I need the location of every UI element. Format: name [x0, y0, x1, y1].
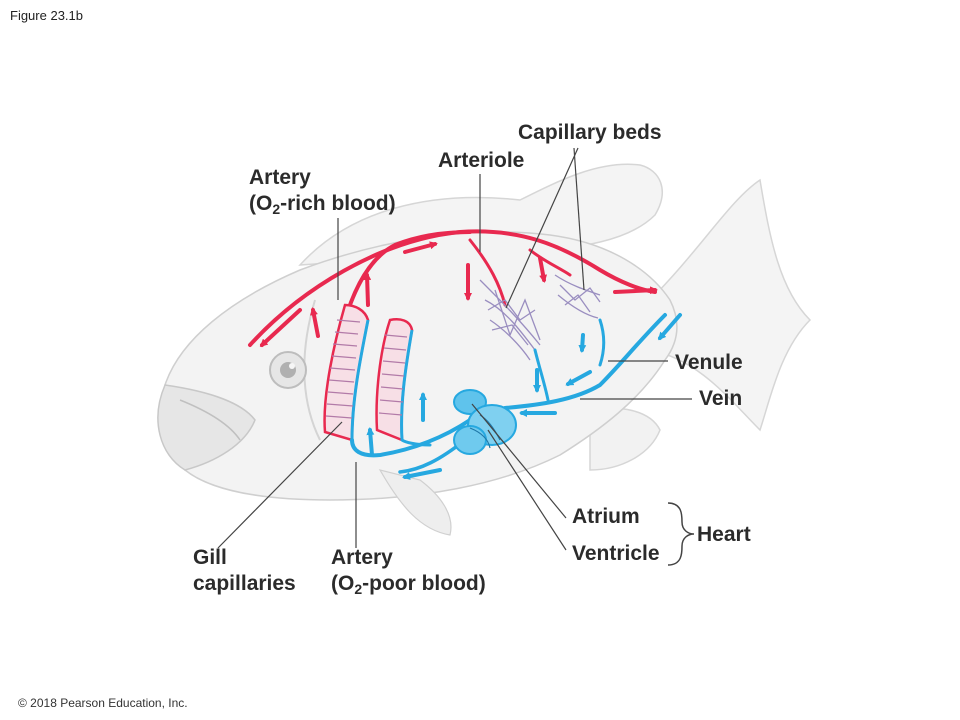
capillary-bed-2 — [554, 274, 601, 319]
label-artery-poor-line2: (O2-poor blood) — [331, 572, 486, 597]
copyright-notice: © 2018 Pearson Education, Inc. — [18, 696, 188, 710]
figure-label: Figure 23.1b — [10, 8, 83, 23]
arteriole-branch-1 — [468, 238, 507, 307]
heart-brace — [667, 502, 695, 566]
arrow-forward-1 — [403, 241, 438, 254]
arrow-venule-2-down — [578, 333, 587, 353]
label-vein: Vein — [699, 387, 743, 410]
heart-bulb — [453, 425, 487, 455]
fish-mouth — [157, 384, 256, 471]
oxygen-rich-arrows — [259, 241, 658, 348]
label-heart: Heart — [697, 523, 751, 546]
fish-jaw-line — [179, 399, 241, 441]
arrow-up-2 — [363, 272, 372, 307]
leader-lines — [217, 147, 695, 566]
arrow-up-left — [259, 308, 302, 348]
arrow-up-1 — [310, 307, 320, 338]
pelvic-fin — [378, 469, 452, 536]
label-gill-capillaries: Gill capillaries — [193, 545, 296, 597]
arrow-vein-1 — [658, 313, 682, 341]
leader-capillary-bed-1 — [505, 147, 579, 309]
heart — [453, 389, 517, 455]
leader-gill-capillaries — [217, 421, 343, 549]
arrow-down-2 — [538, 256, 548, 283]
leader-ventricle — [487, 429, 567, 551]
dorsal-aorta — [248, 229, 657, 347]
label-venule: Venule — [675, 351, 743, 374]
arrow-forward-2 — [613, 286, 658, 295]
oxygen-poor-arrows — [366, 313, 682, 480]
arrow-lower-left — [402, 468, 442, 480]
ventral-aorta-branch — [400, 438, 432, 447]
label-ventricle: Ventricle — [572, 542, 660, 565]
label-artery-poor-line1: Artery — [331, 546, 393, 569]
leader-capillary-bed-2 — [573, 147, 585, 291]
gill-arch-2 — [375, 318, 414, 442]
label-artery-rich: Artery (O2-rich blood) — [249, 165, 396, 217]
label-arteriole: Arteriole — [438, 149, 525, 172]
fish-body — [157, 163, 812, 536]
capillary-bed-1 — [479, 279, 541, 361]
label-gill-line2: capillaries — [193, 572, 296, 595]
fish-main-body — [164, 231, 678, 501]
label-gill-line1: Gill — [193, 546, 227, 569]
arrow-vein-2 — [565, 370, 592, 386]
ventral-aorta — [350, 418, 472, 458]
tail-fin — [649, 178, 812, 432]
label-capillary-beds: Capillary beds — [518, 121, 662, 144]
label-artery-rich-line1: Artery — [249, 166, 311, 189]
venule-1 — [533, 348, 550, 402]
label-artery-rich-line2: (O2-rich blood) — [249, 192, 396, 217]
main-vein — [503, 313, 667, 410]
arteriole-branch-2 — [528, 248, 572, 277]
venule-2 — [598, 318, 606, 367]
arrow-gill-up-1 — [366, 427, 375, 457]
gill-arch-1 — [323, 303, 370, 442]
label-artery-poor: Artery (O2-poor blood) — [331, 545, 486, 597]
leader-atrium — [471, 403, 567, 519]
label-atrium: Atrium — [572, 505, 640, 528]
